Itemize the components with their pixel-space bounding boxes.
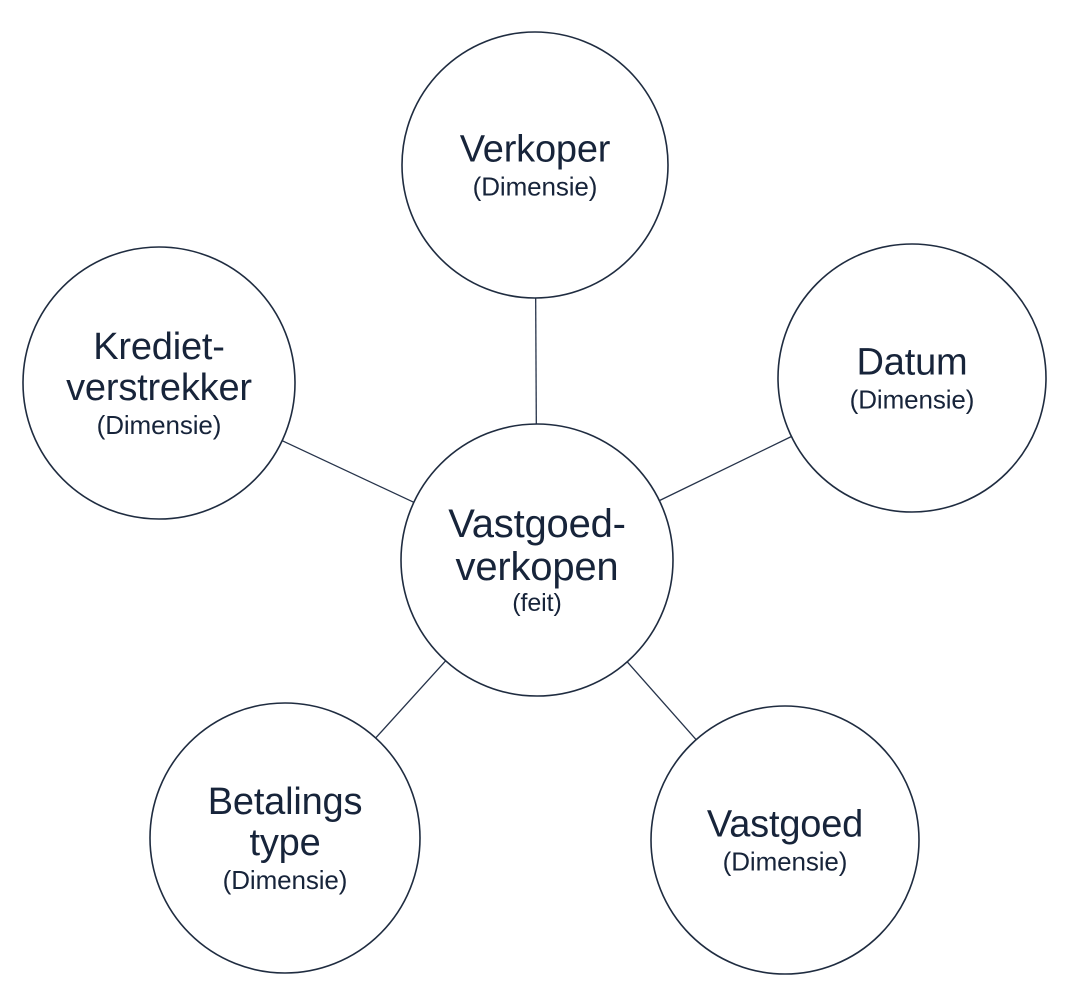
connector-lines: [281, 297, 792, 741]
node-circle-verkoper[interactable]: [401, 31, 669, 299]
edge-vastgoedverkopen-to-datum: [659, 435, 792, 502]
node-circles: [22, 31, 1047, 975]
node-circle-vastgoedverkopen[interactable]: [400, 423, 674, 697]
edge-vastgoedverkopen-to-kredietverstrekker: [281, 440, 415, 503]
edge-vastgoedverkopen-to-vastgoed: [626, 661, 697, 741]
edge-vastgoedverkopen-to-betalingstype: [375, 660, 447, 739]
node-circle-vastgoed[interactable]: [650, 705, 920, 975]
node-circle-kredietverstrekker[interactable]: [22, 246, 296, 520]
edge-vastgoedverkopen-to-verkoper: [535, 297, 537, 425]
node-circle-betalingstype[interactable]: [149, 702, 421, 974]
node-circle-datum[interactable]: [777, 243, 1047, 513]
